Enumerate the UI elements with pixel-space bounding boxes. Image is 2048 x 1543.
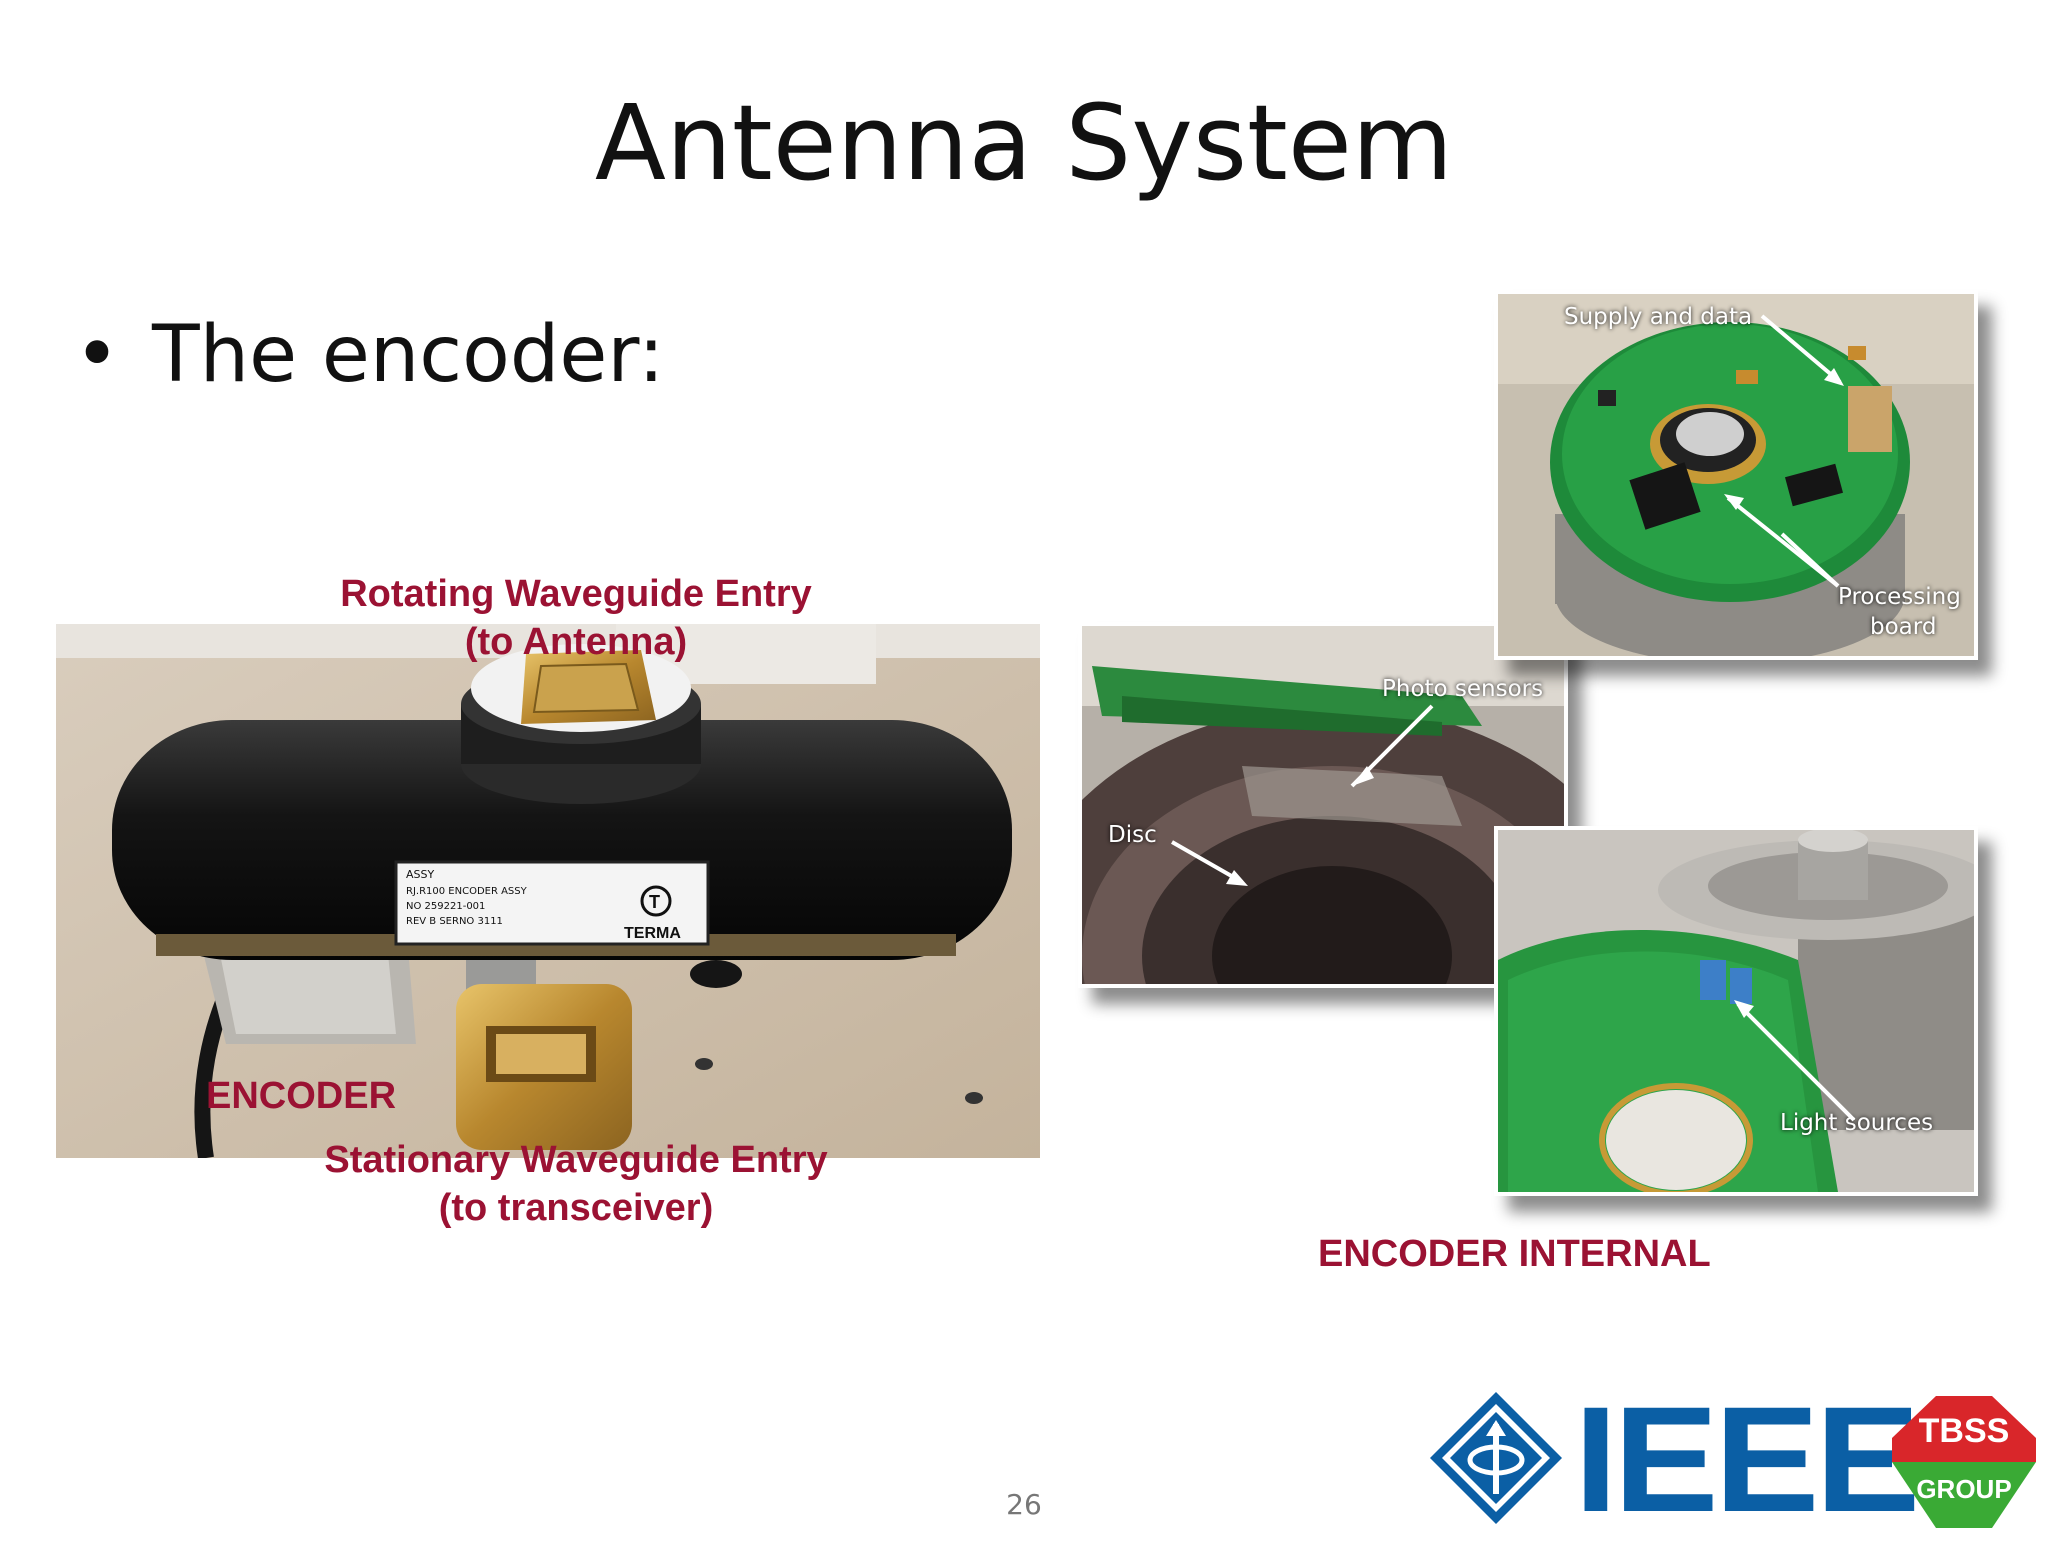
- light-sources-photo: Light sources: [1494, 826, 1978, 1196]
- page-number: 26: [1006, 1488, 1042, 1521]
- photo-sensors-annotation: Photo sensors: [1382, 676, 1544, 702]
- disc-annotation: Disc: [1108, 822, 1157, 848]
- rotating-label-line1: Rotating Waveguide Entry: [340, 573, 812, 615]
- nameplate-line3: NO 259221-001: [406, 901, 485, 912]
- ieee-logo: [1428, 1390, 1564, 1526]
- rotating-waveguide-label: Rotating Waveguide Entry (to Antenna): [276, 570, 876, 666]
- tbss-logo: TBSS GROUP: [1888, 1392, 2040, 1532]
- encoder-photo: ASSY RJ.R100 ENCODER ASSY NO 259221-001 …: [56, 624, 1040, 1158]
- stationary-label-line1: Stationary Waveguide Entry: [324, 1139, 828, 1181]
- bullet-dot: •: [74, 310, 121, 400]
- bullet-item: • The encoder:: [74, 310, 664, 400]
- svg-text:T: T: [649, 892, 660, 912]
- bullet-text: The encoder:: [152, 310, 665, 400]
- board-annotation: board: [1870, 614, 1937, 640]
- processing-board-arrows: [1724, 314, 1844, 588]
- stationary-waveguide-label: Stationary Waveguide Entry (to transceiv…: [276, 1136, 876, 1232]
- light-sources-illustration: [1498, 830, 1974, 1192]
- nameplate-line2: RJ.R100 ENCODER ASSY: [406, 886, 528, 897]
- rotating-label-line2: (to Antenna): [464, 621, 688, 663]
- encoder-label: ENCODER: [206, 1075, 397, 1117]
- slide-title: Antenna System: [594, 82, 1454, 204]
- processing-board-illustration: [1498, 294, 1974, 656]
- ieee-wordmark: IEEE: [1574, 1375, 1920, 1543]
- tbss-text-line2: GROUP: [1916, 1474, 2011, 1504]
- processing-board-photo: Supply and data Processing board: [1494, 290, 1978, 660]
- nameplate-line1: ASSY: [406, 868, 434, 881]
- ieee-diamond-icon: [1430, 1392, 1562, 1524]
- processing-annotation: Processing: [1838, 584, 1961, 610]
- stationary-label-line2: (to transceiver): [438, 1187, 714, 1229]
- disc-photo-arrows: [1171, 704, 1434, 886]
- light-sources-annotation: Light sources: [1780, 1110, 1934, 1136]
- disc-photo: Photo sensors Disc: [1078, 622, 1568, 988]
- nameplate-brand: TERMA: [624, 925, 681, 942]
- nameplate-line4: REV B SERNO 3111: [406, 916, 503, 927]
- light-sources-arrows: [1734, 1000, 1856, 1122]
- encoder-internal-label: ENCODER INTERNAL: [1318, 1233, 1711, 1275]
- disc-photo-illustration: [1082, 626, 1564, 984]
- encoder-photo-illustration: ASSY RJ.R100 ENCODER ASSY NO 259221-001 …: [56, 624, 1040, 1158]
- supply-data-annotation: Supply and data: [1564, 304, 1753, 330]
- tbss-logo-icon: TBSS GROUP: [1892, 1396, 2036, 1528]
- tbss-text-line1: TBSS: [1919, 1412, 2010, 1450]
